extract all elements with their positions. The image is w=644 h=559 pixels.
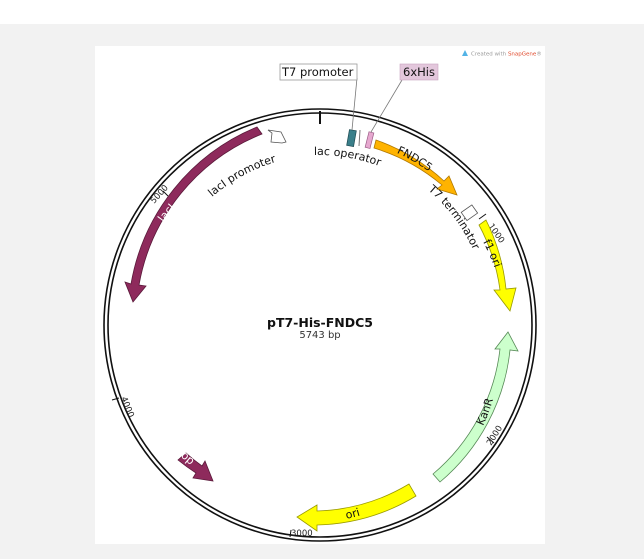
map-panel: [95, 46, 545, 544]
feature-T7-promoter[interactable]: [346, 129, 357, 147]
feature-T7-terminator[interactable]: [460, 204, 479, 222]
callout-label-T7-promoter: T7 promoter: [281, 65, 354, 79]
tick-label-3000: 3000: [291, 529, 313, 539]
feature-ori[interactable]: [296, 483, 417, 532]
tick-mark-4000: [111, 397, 120, 401]
backbone-outer-ring: [103, 108, 537, 542]
feature-f1-ori[interactable]: [478, 219, 517, 312]
feature-rop[interactable]: [177, 452, 214, 482]
callout-box-T7-promoter: [279, 63, 358, 81]
position-ticks: 1000 2000 3000 4000 5000: [111, 183, 506, 539]
feature-FNDC5[interactable]: [373, 139, 458, 196]
tick-mark-5000: [162, 190, 169, 197]
feature-lacI-promoter[interactable]: [267, 129, 287, 144]
tick-mark-3000: [289, 529, 292, 538]
callout-labels: T7 promoter 6xHis: [279, 63, 439, 133]
callout-label-6xHis: 6xHis: [403, 65, 435, 79]
feature-lac-operator-mark: [358, 129, 361, 147]
callout-box-6xHis: [399, 63, 439, 81]
plasmid-size: 5743 bp: [299, 330, 340, 341]
tick-mark-1000: [478, 213, 487, 220]
plasmid-name: pT7-His-FNDC5: [267, 315, 373, 330]
credit-logo: Created with SnapGene®: [462, 50, 542, 58]
feature-lacI[interactable]: [124, 126, 263, 303]
feature-KanR[interactable]: [432, 331, 519, 483]
callout-line-T7-promoter: [351, 77, 358, 131]
plasmid-backbone: [103, 108, 537, 542]
feature-label-ori: ori: [344, 506, 361, 522]
snapgene-logo-icon: [462, 50, 468, 56]
tick-mark-2000: [486, 436, 495, 444]
feature-6xHis[interactable]: [364, 131, 375, 149]
top-bar: [0, 0, 644, 24]
plasmid-title: pT7-His-FNDC5 5743 bp: [267, 315, 373, 341]
credit-text: Created with SnapGene®: [471, 51, 542, 58]
feature-label-lac-operator: lac operator: [314, 145, 383, 169]
tick-label-2000: 2000: [485, 424, 505, 448]
callout-line-6xHis: [370, 79, 403, 133]
